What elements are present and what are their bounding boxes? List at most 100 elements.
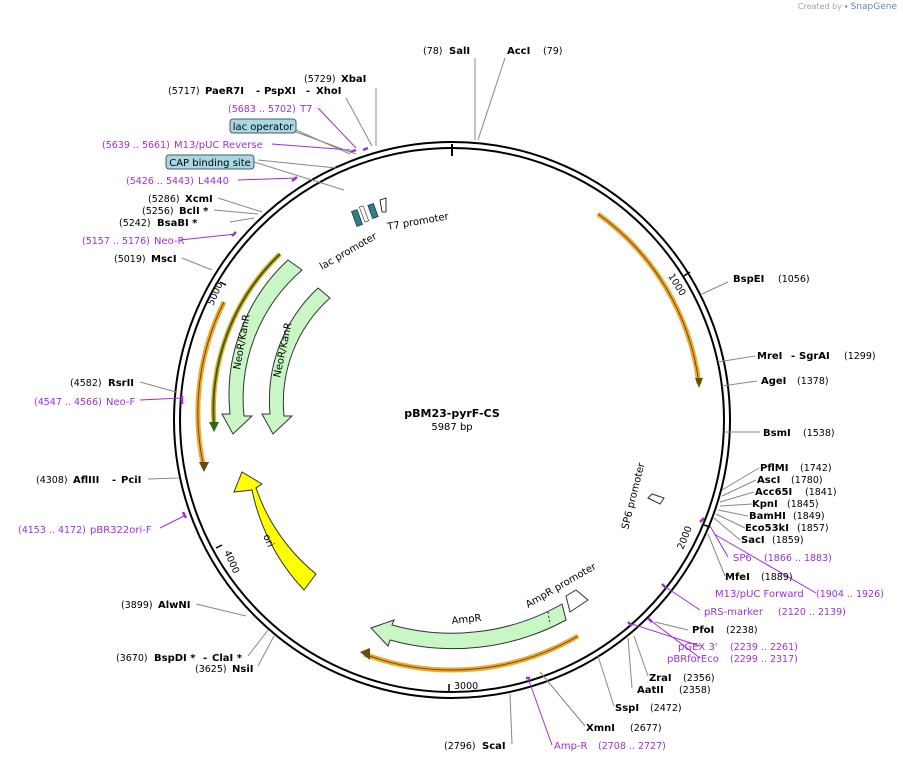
svg-text:(2708 .. 2727): (2708 .. 2727) — [598, 741, 666, 752]
ampr-label: AmpR — [451, 613, 482, 627]
svg-text:CAP binding site: CAP binding site — [169, 158, 251, 169]
primer-t7: (5683 .. 5702) T7 — [228, 104, 312, 115]
svg-text:pBRforEco: pBRforEco — [667, 654, 719, 665]
svg-text:Amp-R: Amp-R — [554, 741, 588, 752]
orf-arc-right-core — [597, 213, 700, 385]
tick-3000: 3000 — [448, 681, 478, 692]
svg-text:-: - — [306, 86, 310, 97]
svg-text:(5683 .. 5702): (5683 .. 5702) — [228, 104, 296, 115]
svg-text:MscI: MscI — [151, 254, 177, 265]
svg-text:pBR322ori-F: pBR322ori-F — [90, 525, 152, 536]
primer-neo-f: (4547 .. 4566) Neo-F — [34, 397, 136, 408]
enzyme-bamhi: BamHI (1849) — [749, 511, 825, 522]
enzyme-afliii: (4308) AflIII - PciI — [36, 475, 141, 486]
lac-operator-box: lac operator — [229, 118, 297, 134]
lac-promoter-label: lac promoter — [318, 231, 380, 273]
svg-text:T7: T7 — [299, 104, 312, 115]
cap-binding-site-box: CAP binding site — [165, 154, 255, 170]
svg-text:SacI: SacI — [741, 535, 765, 546]
svg-text:SgrAI: SgrAI — [799, 351, 830, 362]
enzyme-mrei: MreI - SgrAI (1299) — [757, 351, 876, 362]
svg-text:M13/pUC Forward: M13/pUC Forward — [715, 589, 804, 600]
svg-text:(5717): (5717) — [168, 86, 200, 97]
svg-text:BclI *: BclI * — [179, 206, 209, 217]
svg-text:(78): (78) — [423, 46, 443, 57]
enzyme-scai: (2796) ScaI — [444, 741, 506, 752]
enzyme-xcmi: (5286) XcmI — [148, 194, 213, 205]
svg-text:(4308): (4308) — [36, 475, 68, 486]
svg-text:(1299): (1299) — [844, 351, 876, 362]
enzyme-bspei: BspEI (1056) — [733, 274, 810, 285]
snapgene-credit: Created by ⬩ SnapGene — [798, 2, 897, 12]
svg-text:AgeI: AgeI — [761, 376, 786, 387]
svg-text:Neo-F: Neo-F — [106, 397, 136, 408]
enzyme-paer7i: (5717) PaeR7I - PspXI - XhoI — [168, 86, 341, 97]
svg-text:PspXI: PspXI — [264, 86, 296, 97]
svg-text:(4153 .. 4172): (4153 .. 4172) — [18, 525, 86, 536]
sp6-promoter-label: SP6 promoter — [620, 461, 647, 531]
svg-text:(3670): (3670) — [116, 653, 148, 664]
svg-text:(5729): (5729) — [304, 74, 336, 85]
enzyme-saci: SacI (1859) — [741, 535, 804, 546]
enzyme-agei: AgeI (1378) — [761, 376, 829, 387]
enzyme-zrai: ZraI (2356) — [649, 673, 715, 684]
plasmid-length: 5987 bp — [431, 422, 472, 433]
enzyme-acc65i: Acc65I (1841) — [755, 487, 837, 498]
svg-text:XmnI: XmnI — [586, 723, 615, 734]
svg-text:AccI: AccI — [507, 46, 530, 57]
enzyme-aatii: AatII (2358) — [637, 685, 711, 696]
enzyme-bspdi: (3670) BspDI * - ClaI * — [116, 653, 243, 664]
svg-text:-: - — [203, 653, 207, 664]
svg-text:Acc65I: Acc65I — [755, 487, 792, 498]
svg-text:(1780): (1780) — [791, 475, 823, 486]
svg-text:BsmI: BsmI — [763, 428, 791, 439]
enzyme-alwni: (3899) AlwNI — [121, 600, 191, 611]
orf-arc-left-core — [197, 301, 225, 469]
svg-text:(2238): (2238) — [726, 625, 758, 636]
ampr-promoter-label: AmpR promoter — [524, 561, 599, 611]
svg-text:lac operator: lac operator — [233, 122, 294, 133]
svg-text:(1866 .. 1883): (1866 .. 1883) — [764, 553, 832, 564]
svg-text:pGEX 3': pGEX 3' — [678, 642, 718, 653]
svg-text:PfoI: PfoI — [692, 625, 714, 636]
enzyme-xbai: (5729) XbaI — [304, 74, 366, 85]
orf-arc-right — [596, 211, 702, 385]
svg-text:M13/pUC Reverse: M13/pUC Reverse — [174, 140, 263, 151]
svg-text:(2239 .. 2261): (2239 .. 2261) — [730, 642, 798, 653]
feature-sp6-promoter: SP6 promoter — [620, 461, 665, 531]
orf-arc-green-head — [209, 422, 219, 432]
svg-text:MreI: MreI — [757, 351, 782, 362]
svg-text:(4582): (4582) — [70, 378, 102, 389]
svg-text:(2472): (2472) — [650, 703, 682, 714]
svg-text:(5286): (5286) — [148, 194, 180, 205]
svg-text:XbaI: XbaI — [341, 74, 366, 85]
svg-text:Eco53kI: Eco53kI — [745, 523, 789, 534]
orf-arc-bottom-head — [360, 648, 370, 660]
svg-text:(5639 .. 5661): (5639 .. 5661) — [102, 140, 170, 151]
svg-text:(1889): (1889) — [761, 572, 793, 583]
enzyme-sspi: SspI (2472) — [615, 703, 682, 714]
svg-text:RsrII: RsrII — [108, 378, 134, 389]
svg-text:ZraI: ZraI — [649, 673, 672, 684]
orf-arc-left-head — [199, 462, 209, 472]
svg-text:PciI: PciI — [121, 475, 141, 486]
svg-text:(5426 .. 5443): (5426 .. 5443) — [126, 176, 194, 187]
enzyme-nsii: (3625) NsiI — [195, 664, 253, 675]
svg-text:(79): (79) — [543, 46, 563, 57]
svg-text:PflMI: PflMI — [760, 463, 788, 474]
svg-text:(1849): (1849) — [793, 511, 825, 522]
enzyme-bcli: (5256) BclI * — [142, 206, 209, 217]
primer-marks — [180, 146, 705, 680]
primer-sp6: SP6 (1866 .. 1883) — [733, 553, 832, 564]
svg-text:(5256): (5256) — [142, 206, 174, 217]
svg-text:(1056): (1056) — [778, 274, 810, 285]
enzyme-msci: (5019) MscI — [114, 254, 177, 265]
svg-text:KpnI: KpnI — [752, 499, 778, 510]
feature-ampr: AmpR — [370, 603, 567, 650]
feature-neor-inner: NeoR/KanR — [261, 287, 331, 435]
svg-text:(1378): (1378) — [797, 376, 829, 387]
svg-text:(2358): (2358) — [679, 685, 711, 696]
svg-text:(1538): (1538) — [803, 428, 835, 439]
enzyme-rsrii: (4582) RsrII — [70, 378, 134, 389]
